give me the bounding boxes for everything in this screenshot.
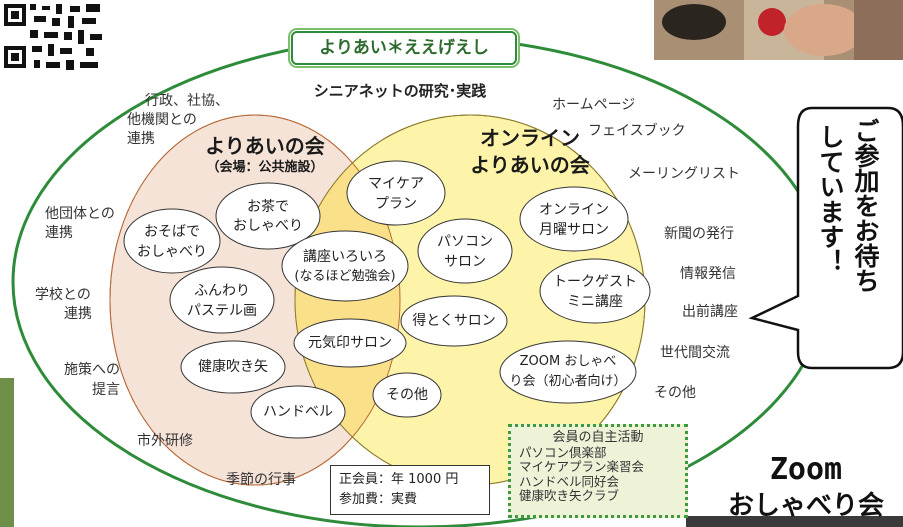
activities-item: マイケアプラン楽習会	[519, 459, 645, 474]
outer-label-dantai-1: 他団体との	[45, 206, 115, 222]
bubble-ocha-line2: おしゃべり	[233, 218, 303, 234]
bubble-handbell	[250, 385, 346, 439]
bubble-genki-label: 元気印サロン	[308, 335, 392, 351]
bubble-osoba	[123, 208, 221, 274]
activities-item: 健康吹き矢クラブ	[519, 488, 620, 503]
bubble-pasokon-line2: サロン	[444, 254, 486, 270]
bubble-fukiya	[180, 340, 286, 394]
bubble-sonota-label: その他	[386, 387, 428, 403]
right-circle-heading-1: オンライン	[480, 126, 580, 150]
bubble-kouza-line1: 講座いろいろ	[303, 249, 387, 265]
bubble-pastel-line2: パステル画	[187, 303, 257, 319]
fee-box: 正会員：年 1000 円 参加費：実費	[330, 465, 490, 515]
bubble-talkguest-line1: トークゲスト	[553, 274, 637, 290]
bubble-talkguest-line2: ミニ講座	[567, 294, 623, 310]
bubble-osoba-line2: おしゃべり	[137, 244, 207, 260]
photo-zoom-session	[686, 516, 903, 527]
bubble-tokutoku	[400, 295, 508, 347]
outer-label-newspaper: 新聞の発行	[664, 226, 734, 242]
outer-label-gyosei-3: 連携	[127, 131, 155, 147]
diagram-title: よりあい＊ええげえし	[319, 38, 489, 58]
bubble-online-monday	[519, 186, 629, 252]
bubble-ocha-line1: お茶で	[247, 199, 289, 215]
bubble-online-monday-line1: オンライン	[539, 202, 609, 218]
activities-heading: 会員の自主活動	[552, 430, 644, 445]
outer-label-gyosei-2: 他機関との	[127, 112, 197, 128]
bubble-pastel	[169, 266, 275, 334]
title-box: よりあい＊ええげえし	[291, 31, 517, 65]
outer-label-facebook: フェイスブック	[588, 123, 686, 139]
left-circle-venue: （会場：公共施設）	[206, 160, 324, 175]
bubble-zoom-line1: ZOOM おしゃべ	[519, 354, 617, 369]
zoom-ad: Zoom おしゃべり会	[726, 452, 886, 524]
outer-label-demae: 出前講座	[682, 304, 738, 320]
bubble-osoba-line1: おそばで	[144, 224, 200, 240]
bubble-handbell-label: ハンドベル	[263, 404, 333, 420]
bubble-kouza-line2: (なるほど勉強会)	[294, 269, 396, 284]
bubble-tokutoku-label: 得とくサロン	[412, 313, 496, 329]
outer-label-shisaku-1: 施策への	[64, 362, 120, 378]
bubble-fukiya-label: 健康吹き矢	[198, 359, 268, 375]
outer-label-gakko-1: 学校との	[35, 287, 91, 303]
left-circle-heading: よりあいの会	[205, 134, 325, 158]
zoom-ad-line2: おしゃべり会	[727, 491, 884, 521]
callout-column-2: しています！	[816, 124, 845, 274]
outer-label-sonota: その他	[654, 385, 696, 401]
activities-box: 会員の自主活動 パソコン倶楽部 マイケアプラン楽習会 ハンドベル同好会 健康吹き…	[508, 424, 688, 518]
bubble-online-monday-line2: 月曜サロン	[539, 222, 609, 238]
outer-label-dantai-2: 連携	[45, 225, 73, 241]
bubble-sonota	[372, 372, 442, 418]
bubble-mycare	[346, 160, 446, 226]
fee-participation: 参加費：実費	[339, 492, 418, 507]
outer-label-sedaikan: 世代間交流	[660, 345, 730, 361]
bubble-pastel-line1: ふんわり	[194, 283, 250, 299]
callout-shape	[748, 106, 903, 370]
activities-item: ハンドベル同好会	[519, 473, 620, 489]
bubble-mycare-line2: プラン	[375, 196, 417, 212]
right-circle-heading-2: よりあいの会	[470, 153, 590, 177]
outer-label-gakko-2: 連携	[64, 306, 92, 322]
photo-flowers	[0, 378, 14, 527]
outer-label-shisaku-2: 提言	[92, 382, 120, 398]
outer-label-johohasshin: 情報発信	[680, 266, 736, 282]
bubble-zoom	[499, 340, 637, 404]
outer-label-homepage: ホームページ	[552, 97, 636, 113]
zoom-ad-line1: Zoom	[769, 452, 843, 487]
callout-column-1: ご参加をお待ち	[851, 118, 880, 293]
bubble-genki	[293, 318, 407, 368]
outer-label-mailinglist: メーリングリスト	[628, 166, 740, 182]
outer-label-kisetsu: 季節の行事	[226, 472, 296, 488]
bubble-pasokon-line1: パソコン	[437, 234, 493, 250]
photo-tea-gathering	[654, 0, 903, 60]
fee-membership: 正会員：年 1000 円	[339, 472, 459, 487]
bubble-ocha	[215, 182, 321, 250]
outer-label-shigai: 市外研修	[137, 433, 193, 449]
bubble-talkguest	[539, 258, 651, 324]
activities-item: パソコン倶楽部	[519, 444, 607, 460]
diagram-subtitle: シニアネットの研究･実践	[313, 82, 487, 100]
qr-code-icon	[0, 0, 110, 76]
bubble-zoom-line2: り会（初心者向け）	[509, 374, 627, 389]
bubble-mycare-line1: マイケア	[368, 176, 424, 192]
bubble-pasokon	[417, 218, 513, 284]
outer-label-gyosei-1: 行政、社協、	[145, 93, 229, 109]
bubble-kouza	[281, 230, 409, 302]
